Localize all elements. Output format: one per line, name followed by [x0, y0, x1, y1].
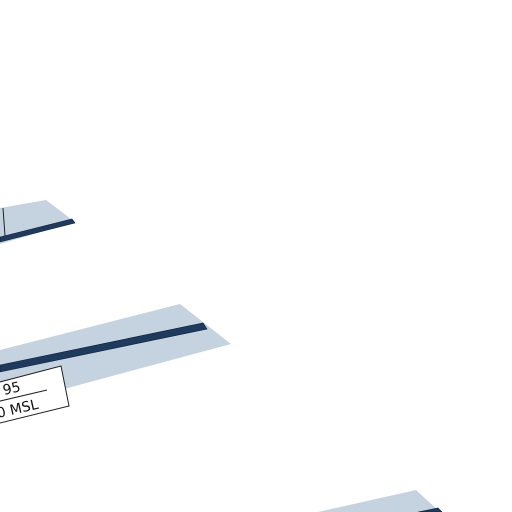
altitude-upper-limit: 95 [1, 379, 22, 399]
airway-corridor-upper[interactable] [0, 200, 76, 244]
route-line-lower[interactable] [417, 507, 443, 512]
altitude-label-box [0, 365, 70, 424]
altitude-label-divider [0, 389, 48, 402]
route-line-middle[interactable] [0, 322, 208, 373]
corridor-band-lower [318, 490, 440, 512]
label-leader-upper [2, 207, 6, 237]
airway-corridor-lower[interactable] [318, 490, 443, 512]
route-line-upper[interactable] [0, 218, 76, 243]
